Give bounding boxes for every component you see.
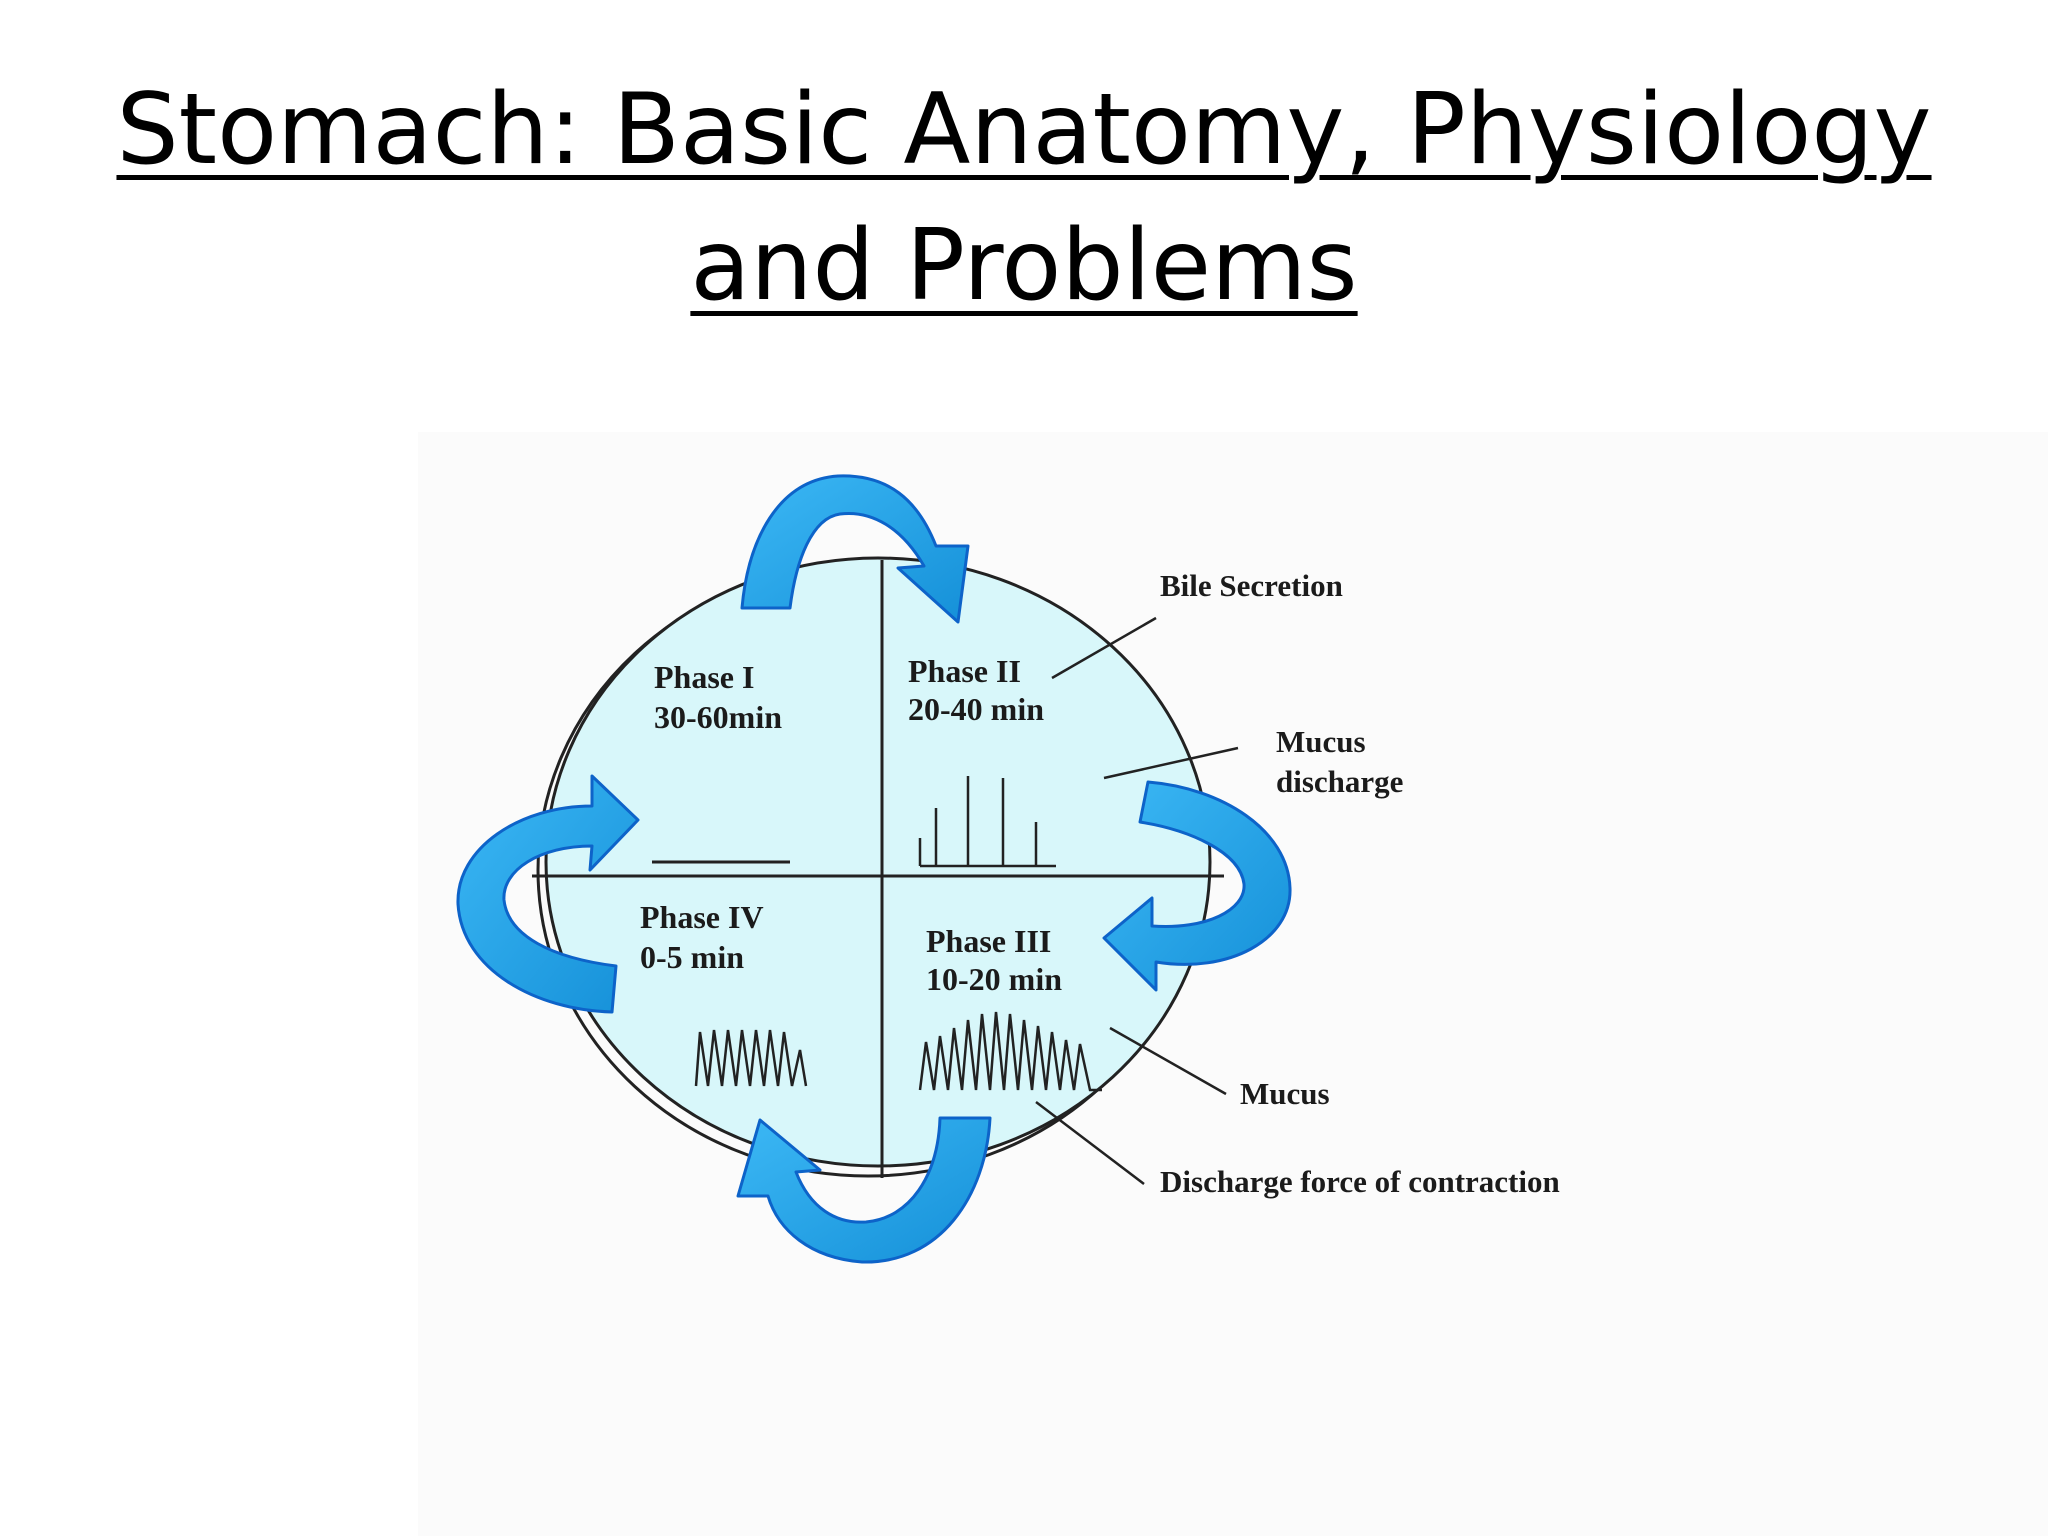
mucus-label: Mucus (1240, 1076, 1330, 1111)
curved-arrow-right (1102, 780, 1292, 992)
discharge-force-label: Discharge force of contraction (1160, 1164, 1560, 1199)
bile-secretion-label: Bile Secretion (1160, 568, 1343, 603)
curved-arrow-left (456, 774, 640, 1014)
phase-4-trace (694, 1029, 808, 1087)
title-line-1: Stomach: Basic Anatomy, Physiology (116, 73, 1932, 187)
slide-title: Stomach: Basic Anatomy, Physiology and P… (0, 62, 2048, 334)
phase-3-name: Phase III (926, 923, 1051, 959)
phase-3-trace (918, 1011, 1102, 1092)
phase-4-name: Phase IV (640, 899, 764, 935)
curved-arrow-bottom (736, 1116, 992, 1264)
mucus-discharge-label-2: discharge (1276, 764, 1403, 799)
phase-4-duration: 0-5 min (640, 939, 744, 975)
phase-2-trace (918, 776, 1056, 868)
callout-lines (1035, 616, 1239, 1185)
phase-3-duration: 10-20 min (926, 961, 1062, 997)
stomach-body (544, 556, 1212, 1168)
phase-2-duration: 20-40 min (908, 691, 1044, 727)
title-line-2: and Problems (690, 209, 1358, 323)
phase-2-name: Phase II (908, 653, 1021, 689)
curved-arrow-top (740, 474, 970, 624)
mucus-discharge-label-1: Mucus (1276, 724, 1366, 759)
phase-1-duration: 30-60min (654, 699, 782, 735)
phase-1-name: Phase I (654, 659, 754, 695)
